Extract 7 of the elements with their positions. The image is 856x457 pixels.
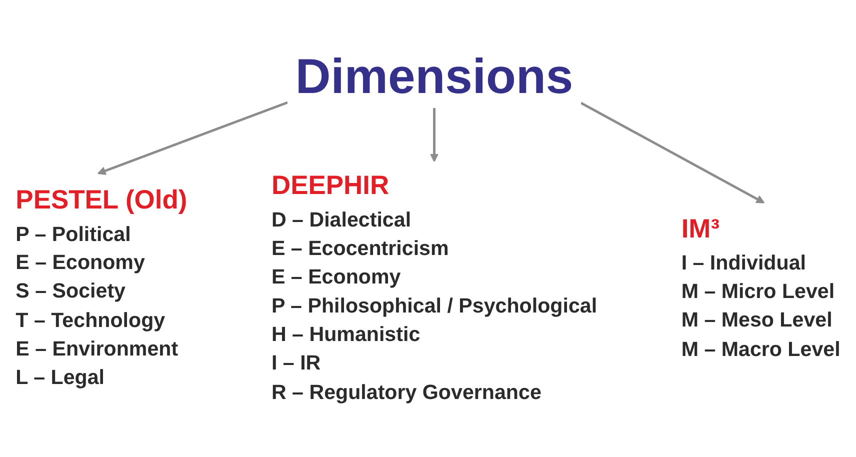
arrow bbox=[97, 101, 288, 175]
arrow bbox=[430, 108, 439, 162]
node-text: DEEPHIR D – Dialectical E – Ecocentricism E – Economy P – Philosophical / Psychological H – Humanistic I – IR R – Regulatory Governance bbox=[271, 170, 598, 404]
arrow bbox=[580, 102, 765, 204]
node-text: Dimensions bbox=[295, 49, 574, 104]
node-text: PESTEL (Old) P – Political E – Economy S – Society T – Technology E – Environment L – Legal bbox=[16, 184, 188, 390]
node-text: IM³ I – Individual M – Micro Level M – Meso Level M – Macro Level bbox=[681, 214, 840, 360]
